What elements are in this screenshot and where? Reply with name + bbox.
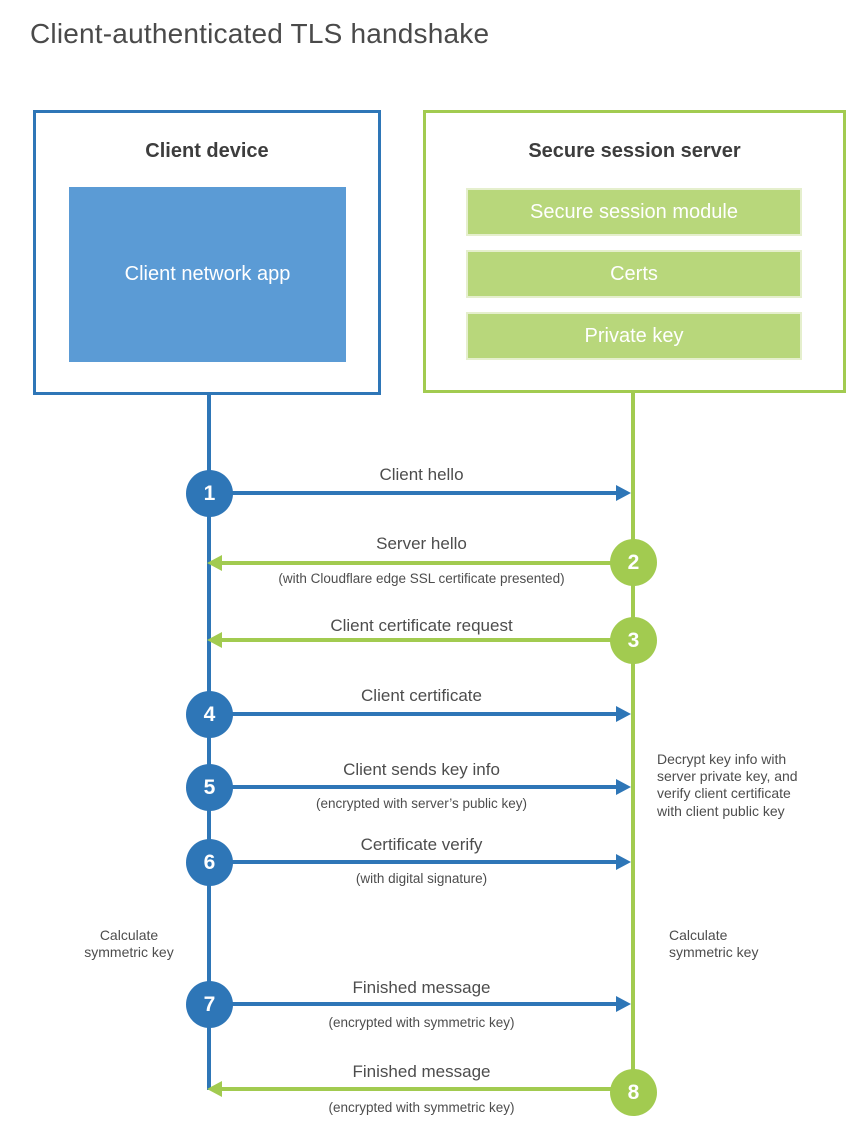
secure-session-server-title: Secure session server	[528, 140, 741, 162]
arrow-right-icon	[616, 779, 631, 795]
step-8-label: Finished message	[352, 1062, 491, 1081]
arrow-right-icon	[616, 854, 631, 870]
client-network-app-label: Client network app	[124, 263, 291, 285]
module-label: Certs	[610, 262, 658, 285]
step-5-sublabel: (encrypted with server’s public key)	[315, 796, 528, 811]
step-7-label: Finished message	[352, 978, 491, 997]
step-6-circle: 6	[186, 839, 233, 886]
step-2-sublabel: (with Cloudflare edge SSL certificate pr…	[278, 571, 565, 586]
step-8-sublabel: (encrypted with symmetric key)	[328, 1100, 515, 1115]
calculate-symmetric-key-server-note: Calculate symmetric key	[669, 927, 759, 961]
step-2-arrow-line	[221, 561, 613, 565]
diagram-title: Client-authenticated TLS handshake	[30, 18, 490, 49]
module-label: Private key	[584, 324, 684, 347]
step-4-circle: 4	[186, 691, 233, 738]
server-lifeline	[631, 393, 635, 1115]
step-3-label: Client certificate request	[330, 616, 513, 635]
step-5-circle: 5	[186, 764, 233, 811]
client-network-app-box: Client network app	[69, 187, 346, 362]
step-5-label: Client sends key info	[343, 760, 500, 779]
arrow-left-icon	[207, 632, 222, 648]
step-6-sublabel: (with digital signature)	[355, 871, 488, 886]
step-6-label: Certificate verify	[360, 835, 483, 854]
arrow-right-icon	[616, 996, 631, 1012]
calculate-symmetric-key-client-note: Calculate symmetric key	[84, 927, 174, 961]
step-8-circle: 8	[610, 1069, 657, 1116]
step-2-circle: 2	[610, 539, 657, 586]
arrow-left-icon	[207, 1081, 222, 1097]
arrow-left-icon	[207, 555, 222, 571]
step-6-arrow-line	[230, 860, 617, 864]
step-7-arrow-line	[230, 1002, 617, 1006]
arrow-right-icon	[616, 485, 631, 501]
step-7-circle: 7	[186, 981, 233, 1028]
step-8-arrow-line	[221, 1087, 613, 1091]
step-2-label: Server hello	[376, 534, 467, 553]
module-label: Secure session module	[530, 200, 738, 223]
arrow-right-icon	[616, 706, 631, 722]
step-5-arrow-line	[230, 785, 617, 789]
step-1-label: Client hello	[379, 465, 464, 484]
client-device-title: Client device	[145, 140, 269, 162]
module-bar-private-key: Private key	[466, 312, 802, 360]
module-bar-secure-session-module: Secure session module	[466, 188, 802, 236]
step-3-circle: 3	[610, 617, 657, 664]
step-4-label: Client certificate	[361, 686, 482, 705]
step-4-arrow-line	[230, 712, 617, 716]
step-1-arrow-line	[230, 491, 617, 495]
step-7-sublabel: (encrypted with symmetric key)	[328, 1015, 515, 1030]
client-lifeline	[207, 393, 211, 1090]
step-3-arrow-line	[221, 638, 613, 642]
decrypt-key-info-note: Decrypt key info with server private key…	[657, 751, 798, 819]
module-bar-certs: Certs	[466, 250, 802, 298]
step-1-circle: 1	[186, 470, 233, 517]
